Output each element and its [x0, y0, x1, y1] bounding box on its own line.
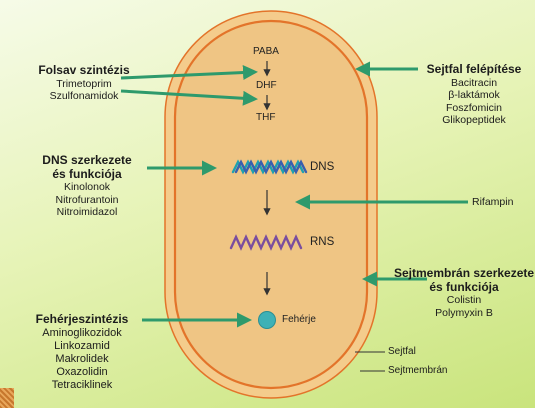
callout-sejtfal: Sejtfal	[388, 346, 416, 359]
drug-trimetoprim: Trimetoprim	[24, 78, 144, 91]
drug-kinolonok: Kinolonok	[32, 181, 142, 194]
rns-label: RNS	[310, 236, 334, 248]
dns-title-2: és funkciója	[32, 168, 142, 182]
folsav-title: Folsav szintézis	[24, 64, 144, 78]
protein-label: Fehérje	[282, 314, 316, 325]
folsav-group: Folsav szintézis Trimetoprim Szulfonamid…	[24, 64, 144, 103]
drug-linkozamid: Linkozamid	[26, 340, 138, 353]
feherje-title: Fehérjeszintézis	[26, 313, 138, 327]
drug-bacitracin: Bacitracin	[415, 77, 533, 90]
feherje-group: Fehérjeszintézis Aminoglikozidok Linkoza…	[26, 313, 138, 392]
paba-label: PABA	[253, 46, 279, 57]
thf-label: THF	[256, 112, 275, 123]
dns-label: DNS	[310, 161, 334, 173]
dhf-label: DHF	[256, 80, 277, 91]
drug-beta-laktamok: β-laktámok	[415, 89, 533, 102]
dns-title-1: DNS szerkezete	[32, 154, 142, 168]
drug-oxazolidin: Oxazolidin	[26, 366, 138, 379]
membran-title-1: Sejtmembrán szerkezete	[394, 267, 534, 281]
callout-sejtmembran: Sejtmembrán	[388, 365, 447, 378]
drug-nitroimidazol: Nitroimidazol	[32, 206, 142, 219]
drug-makrolidek: Makrolidek	[26, 353, 138, 366]
drug-aminoglikozidok: Aminoglikozidok	[26, 327, 138, 340]
drug-tetraciklinek: Tetraciklinek	[26, 379, 138, 392]
membran-title-2: és funkciója	[394, 281, 534, 295]
drug-nitrofurantoin: Nitrofurantoin	[32, 194, 142, 207]
drug-glikopeptidek: Glikopeptidek	[415, 114, 533, 127]
drug-rifampin: Rifampin	[472, 196, 513, 209]
drug-szulfonamidok: Szulfonamidok	[24, 90, 144, 103]
protein-icon	[259, 312, 276, 329]
dns-group: DNS szerkezete és funkciója Kinolonok Ni…	[32, 154, 142, 219]
sejtfal-group: Sejtfal felépítése Bacitracin β-laktámok…	[415, 63, 533, 127]
drug-colistin: Colistin	[394, 294, 534, 307]
drug-foszfomicin: Foszfomicin	[415, 102, 533, 115]
corner-logo-icon	[0, 388, 14, 408]
sejtfal-title: Sejtfal felépítése	[415, 63, 533, 77]
drug-polymyxin-b: Polymyxin B	[394, 307, 534, 320]
membran-group: Sejtmembrán szerkezete és funkciója Coli…	[394, 267, 534, 319]
cell-membrane	[175, 21, 367, 388]
